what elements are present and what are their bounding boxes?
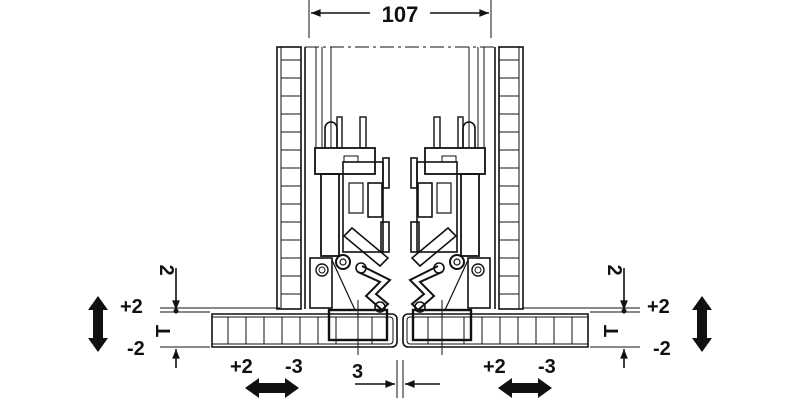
- left-horizontal-adjustment: +2 -3: [230, 356, 303, 398]
- gap-value: 3: [352, 361, 363, 383]
- horizontal-arrow-icon: [498, 378, 552, 398]
- left-vertical-adjustment: 2 T +2 -2: [88, 264, 280, 368]
- horizontal-arrow-icon: [245, 378, 299, 398]
- right-thickness-label: T: [601, 325, 623, 337]
- left-horizontal-plus: +2: [230, 356, 253, 378]
- vertical-arrow-icon: [692, 296, 712, 352]
- left-thickness-label: T: [153, 325, 175, 337]
- vertical-arrow-icon: [88, 296, 108, 352]
- right-height-offset: 2: [603, 264, 625, 275]
- right-vertical-adjustment: 2 T +2 -2: [522, 264, 712, 368]
- left-hinge: [309, 116, 392, 313]
- right-hinge: [408, 116, 491, 313]
- left-vertical-plus: +2: [120, 296, 143, 318]
- right-cabinet-panel: [468, 46, 524, 310]
- left-door: [211, 300, 398, 355]
- left-horizontal-minus: -3: [285, 356, 303, 378]
- right-door: [402, 300, 589, 355]
- left-height-offset: 2: [155, 264, 177, 275]
- right-vertical-plus: +2: [647, 296, 670, 318]
- right-horizontal-adjustment: +2 -3: [483, 356, 556, 398]
- right-vertical-minus: -2: [653, 338, 671, 360]
- width-value: 107: [382, 2, 419, 27]
- left-vertical-minus: -2: [127, 338, 145, 360]
- right-horizontal-plus: +2: [483, 356, 506, 378]
- right-horizontal-minus: -3: [538, 356, 556, 378]
- left-cabinet-panel: [276, 46, 332, 310]
- width-dimension: 107: [308, 0, 492, 38]
- gap-dimension: 3: [352, 360, 440, 398]
